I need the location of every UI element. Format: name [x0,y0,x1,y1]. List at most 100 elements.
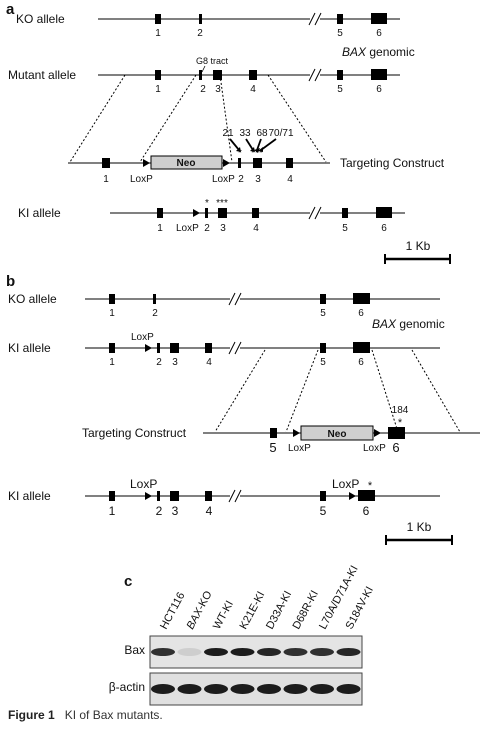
actin-band [230,684,255,694]
loxp-site [223,159,230,167]
exon [109,343,115,353]
loxp-site [349,492,356,500]
exon [337,14,343,24]
loxp-label: LoxP [130,477,157,491]
exon-number: 3 [220,223,226,234]
exon-number: 4 [206,357,212,368]
break-mark [308,68,322,82]
exon [155,14,161,24]
figure-title: KI of Bax mutants. [64,708,163,722]
exon [205,343,212,353]
actin-band [336,684,361,694]
exon-number: 3 [172,357,178,368]
loxp-label: LoxP [212,174,235,185]
neo-label: Neo [328,429,347,440]
exon [270,428,277,438]
exon-number: 4 [253,223,259,234]
panel-a-ko-allele: KO allele 1 2 5 6 [16,12,400,39]
actin-bands [151,684,361,694]
bax-band [204,648,228,656]
exon [155,70,161,80]
loxp-site [145,344,152,352]
mutation-star: * [398,417,403,429]
panel-b-label: b [6,273,15,290]
lane-label: WT-KI [211,599,236,632]
break-mark [228,489,242,503]
mutation-star: * [368,480,373,492]
exon [358,490,375,501]
bax-genomic-label: BAX genomic [342,45,415,59]
exon [109,491,115,501]
bax-band [177,648,202,656]
loxp-label: LoxP [176,223,199,234]
panel-b-ko-allele: KO allele 1 2 5 6 [8,292,440,319]
homology-arm-guides [69,74,327,163]
actin-band [257,684,281,694]
exon [252,208,259,218]
bax-band [336,648,361,656]
bax-band [151,648,175,656]
exon [102,158,110,168]
exon [253,158,262,168]
actin-band [204,684,228,694]
mutation-number: 184 [392,405,409,416]
exon [342,208,348,218]
exon-number: 5 [337,28,343,39]
exon-number: 6 [392,440,399,455]
loxp-label: LoxP [130,174,153,185]
mutation-number: 33 [239,128,251,139]
exon [218,208,227,218]
exon-number: 2 [156,357,162,368]
exon-number: 5 [320,357,326,368]
bax-bands [151,648,361,656]
exon [249,70,257,80]
blot-label-bax: Bax [124,643,145,657]
row-label: Targeting Construct [340,156,445,170]
bax-band [310,648,334,656]
exon-number: 1 [109,504,116,518]
exon [320,491,326,501]
loxp-site [143,159,150,167]
exon [337,70,343,80]
exon-number: 2 [156,504,163,518]
mutation-number: 70/71 [268,128,293,139]
panel-c-label: c [124,573,132,590]
homology-arm-guides [214,349,461,433]
exon-number: 1 [103,174,109,185]
exon-number: 6 [363,504,370,518]
exon [109,294,115,304]
exon-number: 5 [342,223,348,234]
row-label: KI allele [8,489,51,503]
exon [286,158,293,168]
scale-label: 1 Kb [407,520,432,534]
exon [157,491,160,501]
exon [388,427,405,439]
loxp-site [293,429,300,437]
exon-number: 3 [255,174,261,185]
exon [371,69,387,80]
row-label: Targeting Construct [82,426,187,440]
panel-b: b KO allele 1 2 5 6 BAX genomic KI allel… [6,273,480,545]
exon-number: 5 [320,504,327,518]
exon-number: 6 [358,308,364,319]
exon-number: 4 [287,174,293,185]
panel-b-ki-allele-2: KI allele * LoxP LoxP 1 2 3 4 5 6 [8,477,440,518]
exon-number: 1 [157,223,163,234]
break-mark [308,206,322,220]
exon [238,158,241,168]
exon [199,70,202,80]
exon [320,343,326,353]
exon-number: 1 [109,308,115,319]
neo-cassette [300,425,374,441]
loxp-label: LoxP [332,477,359,491]
exon [205,491,212,501]
panel-b-targeting-construct: Targeting Construct Neo 184 * 5 LoxP Lox… [82,405,480,455]
row-label: KI allele [8,341,51,355]
exon-number: 2 [152,308,158,319]
lane-label: HCT116 [158,590,187,631]
loxp-label: LoxP [288,443,311,454]
exon [157,208,163,218]
loxp-site [374,429,381,437]
exon-number: 2 [200,84,206,95]
